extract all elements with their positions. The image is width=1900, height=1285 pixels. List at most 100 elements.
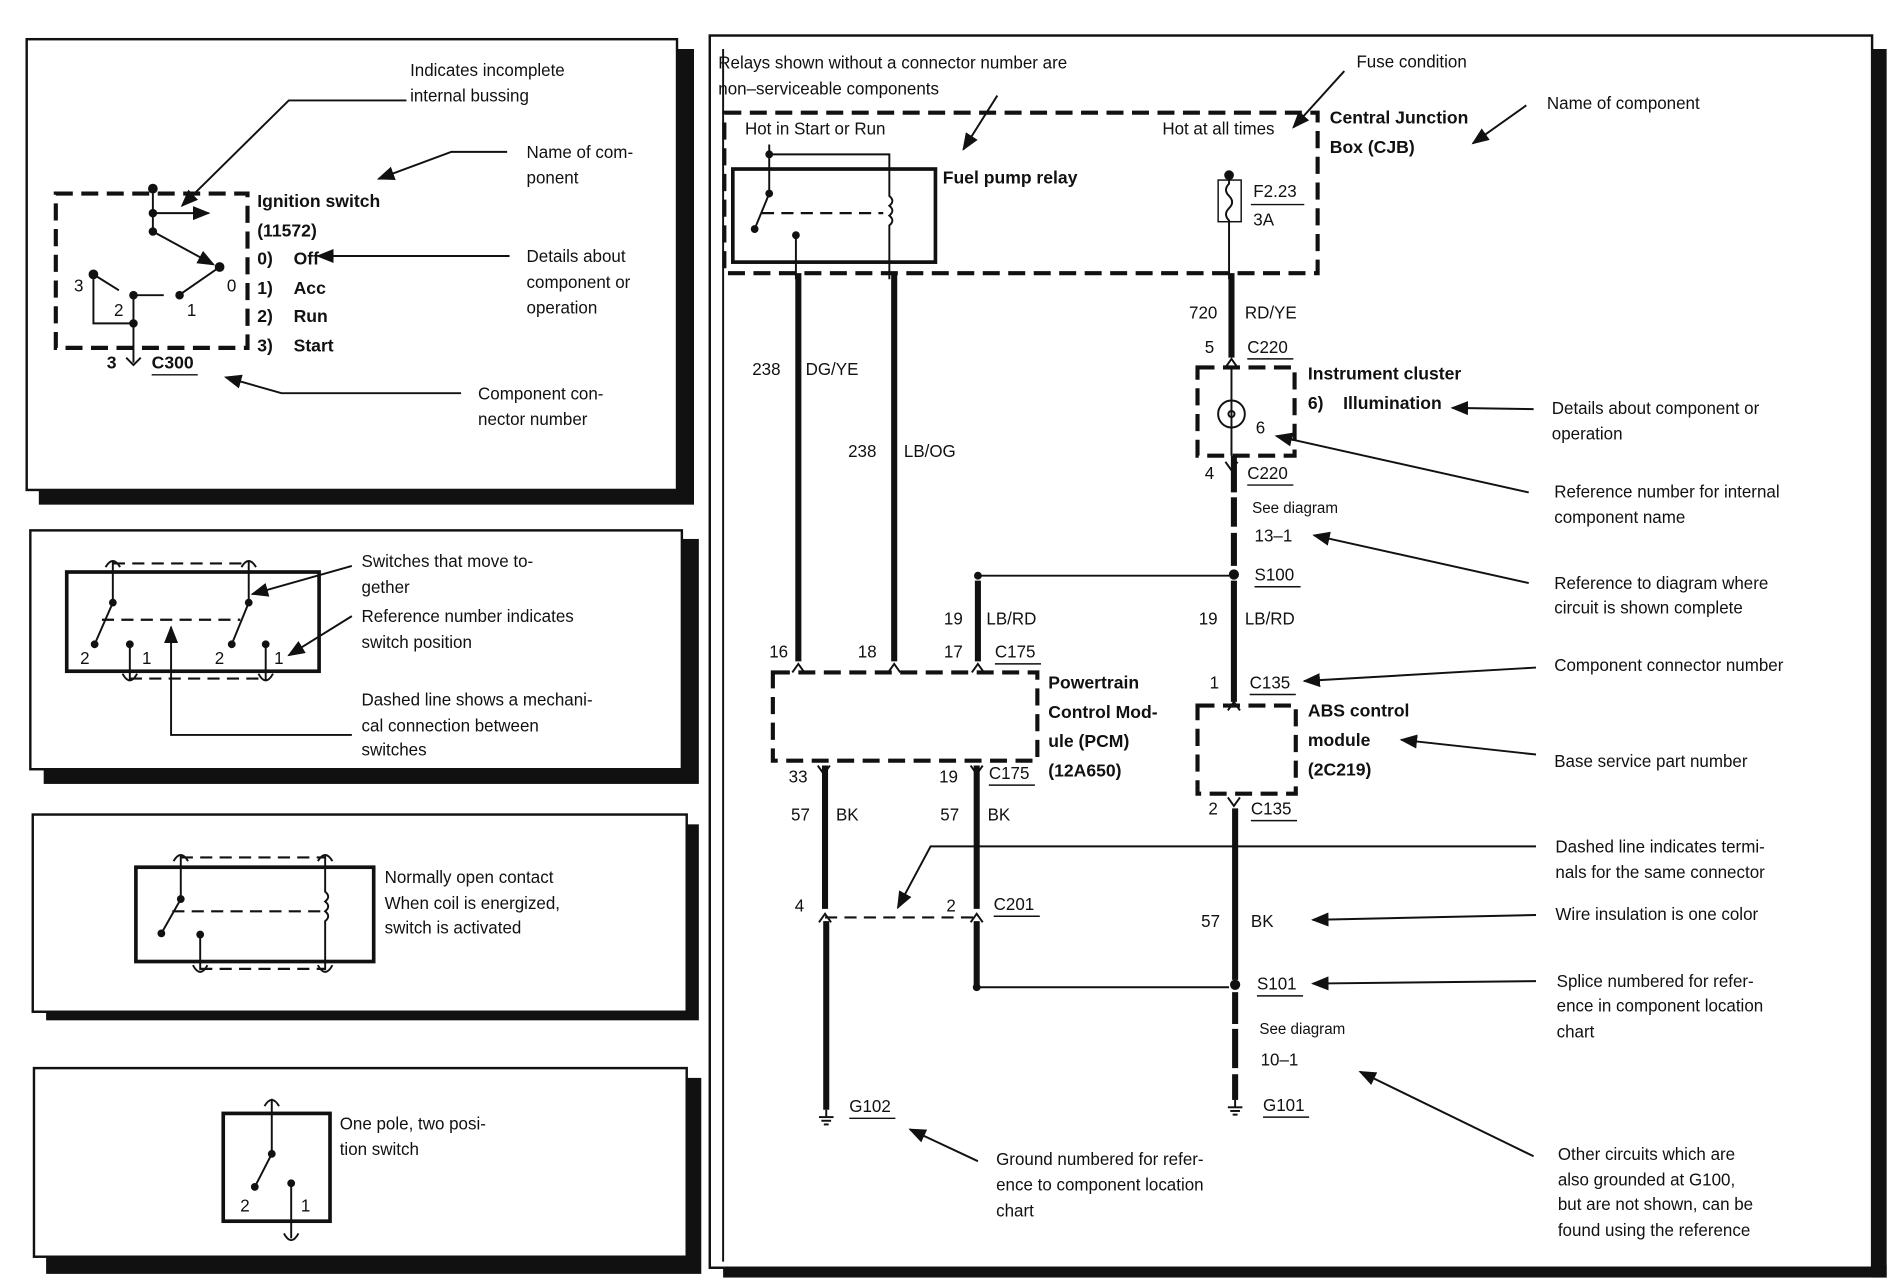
callout-details-line3: operation [527,298,598,317]
position-label: Acc [294,278,326,298]
abs-boundary [1195,703,1298,796]
fuse-rating: 3A [1253,210,1274,229]
callout-other-line3: but are not shown, can be [1558,1195,1753,1214]
callout-other-line2: also grounded at G100, [1558,1171,1735,1190]
cluster-name: Instrument cluster [1308,364,1461,384]
switch-ref-3: 3 [74,276,83,295]
callout-arrow [287,615,353,657]
callout-details-line2: component or [527,273,631,292]
callout-bussing-line2: internal bussing [410,87,529,106]
callout-arrow [376,150,508,180]
hot-all-times-label: Hot at all times [1162,120,1274,139]
junction-dot [129,319,138,328]
position-label: Start [294,335,334,355]
component-name: Ignition switch [257,191,380,211]
pin-number: 1 [1210,673,1219,692]
callout-arrow [962,95,999,151]
circuit-number: 57 [940,806,959,825]
callout-dashed-line2: nals for the same connector [1555,863,1765,882]
ignition-switch-boundary [53,191,250,350]
panel-frame [708,34,1874,1269]
callout-details-line1: Details about [527,247,626,266]
main-diagram-panel: Relays shown without a connector number … [708,34,1887,1278]
wire-color: LB/RD [1245,610,1295,629]
callout-insulation: Wire insulation is one color [1555,905,1758,924]
callout-refdiag-line1: Reference to diagram where [1554,574,1768,593]
callout-together-line2: gether [362,578,410,597]
circuit-number: 238 [848,442,876,461]
see-diagram-ref: 13–1 [1255,526,1293,545]
spdt-text-line1: One pole, two posi- [340,1114,486,1133]
callout-arrow [896,845,1537,910]
pcm-part-number: (12A650) [1048,760,1121,780]
pin-number: 18 [858,643,877,662]
pin-number: 2 [946,896,955,915]
abs-part-number: (2C219) [1308,759,1371,779]
instrument-cluster-boundary [1195,365,1297,458]
abs-name-line2: module [1308,730,1371,750]
fuel-pump-relay-name: Fuel pump relay [943,168,1078,188]
callout-ground-line2: ence to component location [996,1176,1204,1195]
callout-refnum-line1: Reference number for internal [1554,482,1779,501]
ground-g102-icon [818,1109,834,1126]
pcm-name-line3: ule (PCM) [1048,731,1129,751]
connector-id: C175 [989,764,1030,783]
callout-other-line4: found using the reference [1558,1221,1750,1240]
switch-position-label: 2 [80,649,89,668]
callout-arrow [1312,531,1529,585]
callout-arrow [1311,976,1537,991]
position-num: 1) [257,278,273,298]
wire-color: LB/OG [904,442,956,461]
callout-refnum-line2: component name [1554,508,1685,527]
callout-connector-line2: nector number [478,410,588,429]
panel-frame [31,813,688,1013]
wire-color: BK [1251,912,1274,931]
callout-name-line1: Name of com- [527,143,634,162]
callout-splice-line3: chart [1557,1022,1595,1041]
splice-s100 [1228,569,1240,580]
part-number: (11572) [257,220,317,240]
pcm-boundary [770,670,1040,763]
switch-position-label: 1 [301,1196,310,1215]
callout-bussing-line1: Indicates incomplete [410,61,565,80]
wire-color: BK [988,806,1011,825]
pin-number: 16 [769,643,788,662]
see-diagram-label: See diagram [1252,500,1338,517]
switch-box [64,570,321,674]
wire-color: DG/YE [806,360,859,379]
panel-frame [32,1066,688,1258]
switch-position-label: 1 [274,649,283,668]
callout-dashed-line1: Dashed line shows a mechani- [362,690,593,709]
pin-number: 4 [795,896,804,915]
callout-arrow [250,564,353,597]
position-label: Run [294,306,328,326]
relay-text-line3: switch is activated [385,918,522,937]
pin-arrow-icon [283,1232,300,1242]
relay-text-line1: Normally open contact [385,868,554,887]
callout-arrow [1471,104,1527,145]
abs-name-line1: ABS control [1308,700,1410,720]
connector-pin-icon [125,356,142,367]
ground-id: G102 [849,1097,891,1116]
cluster-detail-num: 6) [1308,393,1324,413]
position-label: Off [294,248,319,268]
fuse-id: F2.23 [1253,182,1296,201]
callout-refnum-line2: switch position [362,633,472,652]
circuit-number: 19 [1199,610,1218,629]
splice-s101 [1230,979,1241,990]
relay-coil-wire [768,144,894,280]
legend-panel-ganged-switches: 2 1 2 1 Switches that move to- gether Re… [29,529,699,784]
callout-arrow [1358,1070,1535,1158]
connector-id: C220 [1247,338,1288,357]
callout-arrow [1302,666,1537,688]
circuit-number: 238 [752,360,780,379]
callout-arrow [1274,432,1529,494]
hot-start-run-label: Hot in Start or Run [745,120,885,139]
relay-note-line2: non–serviceable components [718,79,939,98]
ground-g101-icon [1227,1099,1243,1116]
panel-frame [29,529,684,771]
callout-ground-line3: chart [996,1201,1034,1220]
switch-position-label: 1 [142,649,151,668]
pin-arrow-icon [317,964,334,973]
